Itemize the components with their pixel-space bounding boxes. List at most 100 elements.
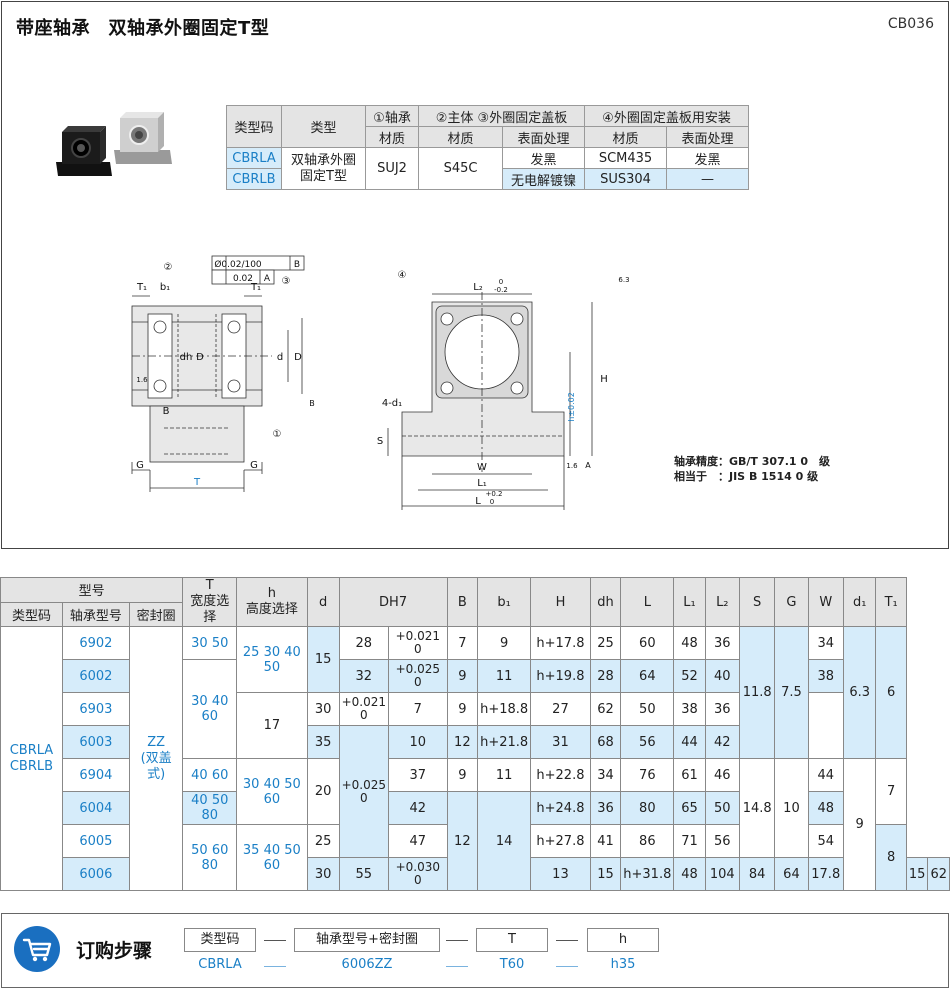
header-l: L xyxy=(620,577,675,627)
bearing-6005[interactable]: 6005 xyxy=(61,824,130,858)
type-codes-cell[interactable]: CBRLA CBRLB xyxy=(0,626,63,891)
precision-value: GB/T 307.1 0 级 xyxy=(729,455,831,468)
b1-6903: 9 xyxy=(446,692,479,726)
l-6005: 86 xyxy=(620,824,675,858)
body-surface-b: 无电解镀镍 xyxy=(502,168,585,190)
dh-6902: 25 xyxy=(589,626,622,660)
l2-6005: 56 xyxy=(704,824,740,858)
header-h-sub: 高度选择 xyxy=(245,602,298,617)
dim-t: T xyxy=(193,477,201,488)
w-6006: 62 xyxy=(927,857,950,891)
header-model: 型号 xyxy=(0,577,184,603)
catalog-code: CB036 xyxy=(887,16,934,32)
callout-1: ① xyxy=(273,429,282,440)
step-t: T xyxy=(476,928,548,952)
h-choice-a[interactable]: 25 30 40 50 xyxy=(236,626,308,693)
l1-6004: 65 xyxy=(673,791,706,825)
dh7-tol-6002: +0.025 0 xyxy=(388,659,448,693)
header-h-label: h xyxy=(267,586,276,601)
w-6904: 44 xyxy=(807,758,844,792)
t-choice-e[interactable]: 50 60 80 xyxy=(182,824,238,891)
dh-6904: 34 xyxy=(589,758,622,792)
precision-note: 轴承精度：GB/T 307.1 0 级 相当于 ：JIS B 1514 0 级 xyxy=(674,454,830,484)
t1-value-b: 7 xyxy=(875,758,907,825)
dim-h-lower: h±0.02 xyxy=(567,392,576,422)
header-g: G xyxy=(774,577,809,627)
dh7-6006: 55 xyxy=(338,857,390,891)
step-separator xyxy=(556,940,578,941)
l-6004: 80 xyxy=(620,791,675,825)
example-t[interactable]: T60 xyxy=(499,957,525,972)
t-choice-a[interactable]: 30 50 xyxy=(182,626,238,660)
example-type-code[interactable]: CBRLA xyxy=(198,957,242,972)
page-title: 带座轴承 双轴承外圈固定T型 xyxy=(16,18,270,39)
dh-6004: 36 xyxy=(589,791,622,825)
dim-g-right: G xyxy=(250,460,258,471)
h-choice-b[interactable]: 30 40 50 60 xyxy=(236,758,308,825)
header-w: W xyxy=(807,577,844,627)
precision-label: 轴承精度： xyxy=(674,455,729,468)
example-bearing-seal[interactable]: 6006ZZ xyxy=(341,957,393,972)
b1-6006: 15 xyxy=(589,857,622,891)
header-bearing: ①轴承 xyxy=(365,105,419,127)
w-6004: 48 xyxy=(807,791,844,825)
seal-value[interactable]: ZZ (双盖式) xyxy=(140,734,172,782)
header-big-h: H xyxy=(530,577,591,627)
equivalent-value: JIS B 1514 0 级 xyxy=(729,470,819,483)
header-b1: b₁ xyxy=(477,577,532,627)
bearing-6002[interactable]: 6002 xyxy=(61,659,130,693)
t-choice-c[interactable]: 40 60 xyxy=(182,758,238,792)
dh7-tol-6903: +0.021 0 xyxy=(338,692,390,726)
t-choice-b[interactable]: 30 40 60 xyxy=(182,659,238,759)
dim-t1-left: T₁ xyxy=(136,282,147,293)
h-choice-c[interactable]: 35 40 50 60 xyxy=(236,824,308,891)
b-6902: 7 xyxy=(446,626,479,660)
dim-t1-right: T₁ xyxy=(250,282,261,293)
bearing-6006[interactable]: 6006 xyxy=(61,857,130,891)
example-h[interactable]: h35 xyxy=(610,957,636,972)
l-6903: 62 xyxy=(589,692,622,726)
bearing-6003[interactable]: 6003 xyxy=(61,725,130,759)
bearing-6904[interactable]: 6904 xyxy=(61,758,130,792)
header-type-code: 类型码 xyxy=(226,105,282,148)
dh-6003: 31 xyxy=(530,725,591,759)
dim-s: S xyxy=(377,436,383,447)
tol-ref-a: A xyxy=(264,274,271,284)
l1-6006: 84 xyxy=(738,857,776,891)
l2-6902: 36 xyxy=(704,626,740,660)
d1-value-a: 6.3 xyxy=(842,626,877,759)
dim-h-upper: H xyxy=(600,374,608,385)
t-choice-d[interactable]: 40 50 80 xyxy=(182,791,238,825)
type-code-cbrla[interactable]: CBRLA xyxy=(226,147,282,169)
bearing-6902[interactable]: 6902 xyxy=(61,626,130,660)
w-6902: 34 xyxy=(807,626,844,660)
header-bearing-model: 轴承型号 xyxy=(61,601,130,627)
dh7-6002: 32 xyxy=(338,659,390,693)
d1-value-b: 9 xyxy=(842,758,877,891)
header-t-sub: 宽度选择 xyxy=(190,594,230,625)
H-6902: h+17.8 xyxy=(530,626,591,660)
equivalent-label: 相当于 ： xyxy=(674,470,729,483)
type-code-cbrlb[interactable]: CBRLB xyxy=(226,168,282,190)
bearing-6903[interactable]: 6903 xyxy=(61,692,130,726)
dim-l1: L₁ xyxy=(477,478,487,489)
dim-4-d1: 4-d₁ xyxy=(382,398,402,409)
header-surface: 表面处理 xyxy=(502,126,585,148)
b-6006: 13 xyxy=(530,857,591,891)
dim-dh7-right: D xyxy=(294,352,302,363)
bearing-6004[interactable]: 6004 xyxy=(61,791,130,825)
header-t-label: T xyxy=(205,578,214,593)
s-value-b: 14.8 xyxy=(738,758,776,858)
dh7-tol-6902: +0.021 0 xyxy=(388,626,448,660)
d-value-20: 20 xyxy=(306,758,340,825)
b-6904: 9 xyxy=(446,758,479,792)
dh7-6903: 30 xyxy=(306,692,340,726)
body-surface-a: 发黑 xyxy=(502,147,585,169)
example-separator xyxy=(264,966,286,967)
technical-drawing: T₁ b₁ T₁ ② ③ ① Ø0.02/100 B 0.02 A dh D d… xyxy=(131,255,630,510)
callout-3: ③ xyxy=(282,276,291,287)
b1-6002: 11 xyxy=(477,659,532,693)
dim-w: W xyxy=(477,462,487,473)
l-6904: 76 xyxy=(620,758,675,792)
